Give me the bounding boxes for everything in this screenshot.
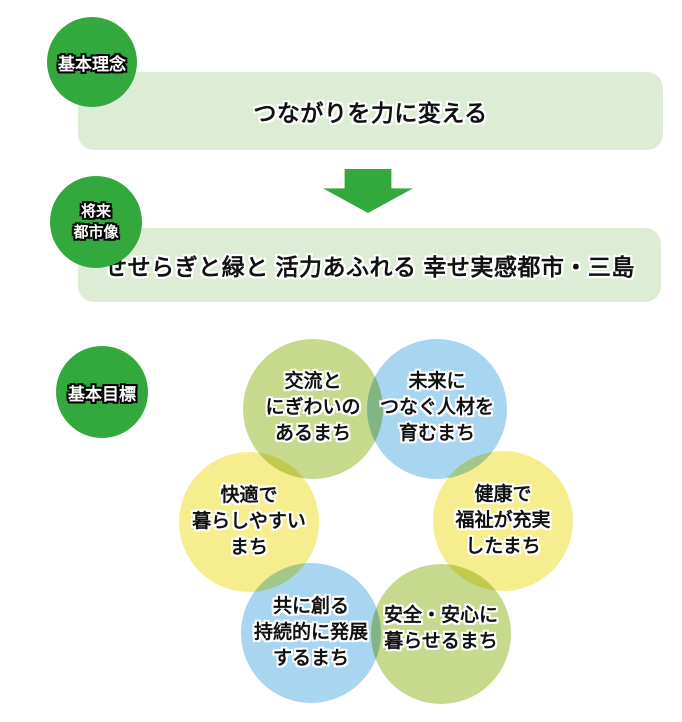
badge-basic-goals-label: 基本目標 xyxy=(68,384,136,404)
badge-future-city-vision: 将来 都市像 xyxy=(50,176,142,268)
badge-vision-label-line2: 都市像 xyxy=(73,224,119,241)
banner-vision-text: せせらぎと緑と 活力あふれる 幸せ実感都市・三島 xyxy=(104,254,635,280)
goal-circle-co-create-develop xyxy=(241,563,381,703)
goal-label-safety-security: 安全・安心に 暮らせるまち xyxy=(383,605,498,652)
goal-circle-safety-security xyxy=(371,564,511,704)
goal-label-co-create-develop: 共に創る 持続的に発展 するまち xyxy=(253,596,368,669)
badge-basic-philosophy: 基本理念 xyxy=(47,17,137,107)
goal-label-health-welfare: 健康で 福祉が充実 したまち xyxy=(455,484,551,557)
goal-label-exchange-vitality: 交流と にぎわいの あるまち xyxy=(265,371,361,444)
badge-basic-goals: 基本目標 xyxy=(56,346,148,438)
goal-label-future-people: 未来に つなぐ人材を 育むまち xyxy=(379,371,494,444)
badge-basic-philosophy-label: 基本理念 xyxy=(58,54,126,74)
badge-vision-label-line1: 将来 xyxy=(80,203,111,220)
banner-philosophy-text: つながりを力に変える xyxy=(253,100,488,126)
goal-label-comfortable-living: 快適で 暮らしやすい まち xyxy=(192,485,306,558)
banner-vision: せせらぎと緑と 活力あふれる 幸せ実感都市・三島 xyxy=(78,228,661,302)
banner-philosophy: つながりを力に変える xyxy=(78,72,663,150)
down-arrow-icon xyxy=(323,169,413,213)
